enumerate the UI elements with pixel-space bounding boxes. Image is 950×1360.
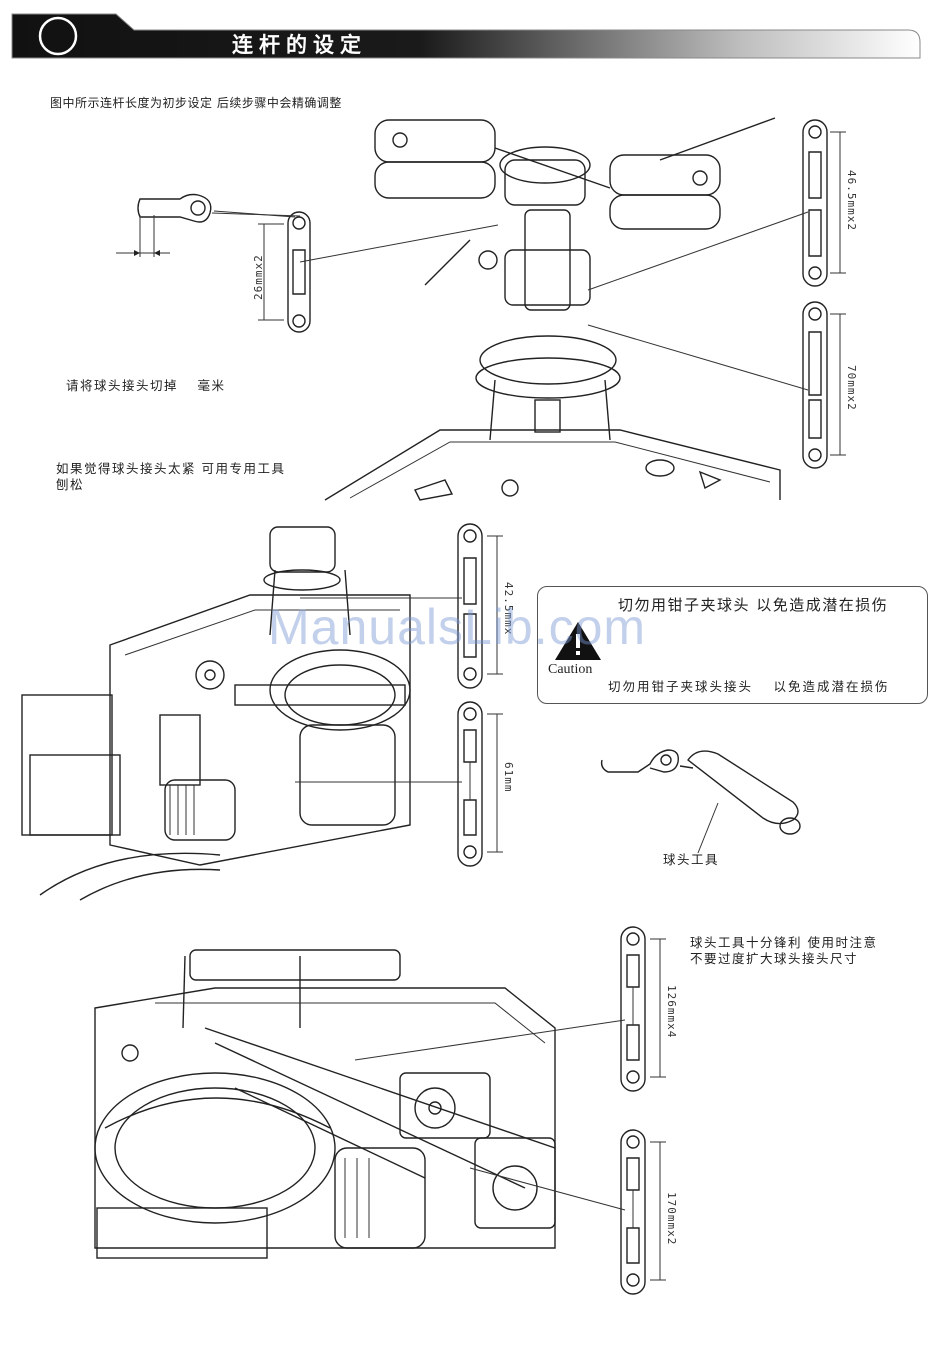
watermark: ManualsLib.com <box>268 598 646 656</box>
